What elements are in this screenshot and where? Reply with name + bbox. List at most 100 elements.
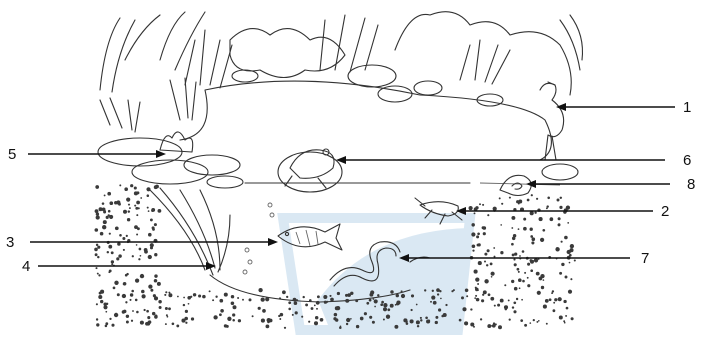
sediment-pebble bbox=[119, 184, 121, 186]
sediment-pebble bbox=[559, 316, 563, 320]
sediment-pebble bbox=[288, 301, 291, 304]
sediment-pebble bbox=[480, 318, 482, 320]
sediment-pebble bbox=[258, 288, 262, 292]
sediment-pebble bbox=[97, 273, 99, 275]
sediment-pebble bbox=[475, 287, 477, 289]
sediment-pebble bbox=[530, 269, 533, 272]
sediment-pebble bbox=[493, 247, 495, 249]
sediment-pebble bbox=[249, 298, 252, 301]
sediment-pebble bbox=[114, 201, 118, 205]
sediment-pebble bbox=[105, 311, 107, 313]
sediment-pebble bbox=[531, 241, 534, 244]
sediment-pebble bbox=[476, 298, 480, 302]
sediment-pebble bbox=[150, 246, 153, 249]
sediment-pebble bbox=[301, 316, 303, 318]
sediment-pebble bbox=[465, 289, 469, 293]
sediment-pebble bbox=[401, 294, 405, 298]
sediment-pebble bbox=[329, 295, 331, 297]
sediment-pebble bbox=[403, 318, 407, 322]
sediment-pebble bbox=[224, 293, 228, 297]
sediment-pebble bbox=[105, 322, 108, 325]
sediment-pebble bbox=[567, 250, 571, 254]
sediment-pebble bbox=[94, 248, 98, 252]
sediment-pebble bbox=[500, 224, 502, 226]
sediment-pebble bbox=[345, 299, 349, 303]
sediment-pebble bbox=[570, 278, 572, 280]
sediment-pebble bbox=[155, 185, 159, 189]
sediment-pebble bbox=[97, 246, 100, 249]
sediment-pebble bbox=[153, 294, 156, 297]
sediment-pebble bbox=[471, 223, 474, 226]
sediment-pebble bbox=[109, 233, 111, 235]
sediment-pebble bbox=[436, 288, 440, 292]
sediment-pebble bbox=[501, 203, 503, 205]
sediment-pebble bbox=[355, 299, 358, 302]
sediment-pebble bbox=[494, 305, 496, 307]
sediment-pebble bbox=[316, 308, 318, 310]
sediment-pebble bbox=[134, 225, 138, 229]
sediment-pebble bbox=[138, 258, 140, 260]
sediment-pebble bbox=[261, 297, 265, 301]
label-5: 5 bbox=[8, 146, 16, 163]
sediment-pebble bbox=[543, 305, 547, 309]
sediment-pebble bbox=[168, 293, 172, 297]
sediment-pebble bbox=[136, 233, 138, 235]
sediment-pebble bbox=[476, 235, 479, 238]
lily-pads bbox=[98, 132, 243, 188]
sediment-pebble bbox=[424, 289, 426, 291]
sediment-pebble bbox=[147, 316, 150, 319]
sediment-pebble bbox=[484, 253, 487, 256]
sediment-pebble bbox=[518, 200, 522, 204]
sediment-pebble bbox=[209, 290, 211, 292]
sediment-pebble bbox=[487, 214, 489, 216]
sediment-pebble bbox=[411, 294, 414, 297]
sediment-pebble bbox=[98, 274, 100, 276]
sediment-pebble bbox=[333, 317, 336, 320]
sediment-pebble bbox=[499, 197, 501, 199]
sediment-pebble bbox=[224, 324, 227, 327]
sediment-pebble bbox=[288, 308, 291, 311]
background-vegetation bbox=[100, 12, 583, 132]
sediment-pebble bbox=[339, 326, 342, 329]
sediment-pebble bbox=[514, 263, 517, 266]
sediment-pebble bbox=[420, 317, 422, 319]
label-8: 8 bbox=[687, 176, 695, 193]
sediment-pebble bbox=[346, 323, 348, 325]
sediment-pebble bbox=[522, 250, 525, 253]
sediment-pebble bbox=[387, 308, 390, 311]
sediment-pebble bbox=[530, 260, 534, 264]
sediment-pebble bbox=[462, 307, 466, 311]
sediment-pebble bbox=[549, 298, 552, 301]
sediment-pebble bbox=[96, 318, 98, 320]
sediment-pebble bbox=[372, 321, 375, 324]
sediment-pebble bbox=[122, 294, 126, 298]
sediment-pebble bbox=[104, 194, 106, 196]
sediment-pebble bbox=[148, 284, 152, 288]
sediment-pebble bbox=[213, 315, 217, 319]
sediment-pebble bbox=[570, 244, 574, 248]
sediment-pebble bbox=[546, 323, 548, 325]
sediment-pebble bbox=[527, 263, 530, 266]
sediment-pebble bbox=[220, 309, 224, 313]
sediment-pebble bbox=[215, 296, 217, 298]
sediment-pebble bbox=[183, 297, 185, 299]
sediment-pebble bbox=[533, 319, 535, 321]
sediment-pebble bbox=[553, 309, 556, 312]
sediment-pebble bbox=[554, 298, 557, 301]
sediment-pebble bbox=[478, 261, 482, 265]
sediment-pebble bbox=[395, 304, 397, 306]
sediment-pebble bbox=[99, 207, 103, 211]
sediment-pebble bbox=[126, 198, 130, 202]
label-7: 7 bbox=[641, 250, 649, 267]
sediment-pebble bbox=[440, 298, 442, 300]
sediment-pebble bbox=[108, 210, 111, 213]
sediment-pebble bbox=[505, 308, 507, 310]
sediment-pebble bbox=[537, 291, 541, 295]
sediment-pebble bbox=[330, 298, 334, 302]
sediment-pebble bbox=[383, 319, 385, 321]
sediment-pebble bbox=[202, 295, 206, 299]
sediment-pebble bbox=[479, 203, 481, 205]
sediment-pebble bbox=[432, 290, 434, 292]
sediment-pebble bbox=[132, 310, 134, 312]
sediment-pebble bbox=[539, 217, 543, 221]
